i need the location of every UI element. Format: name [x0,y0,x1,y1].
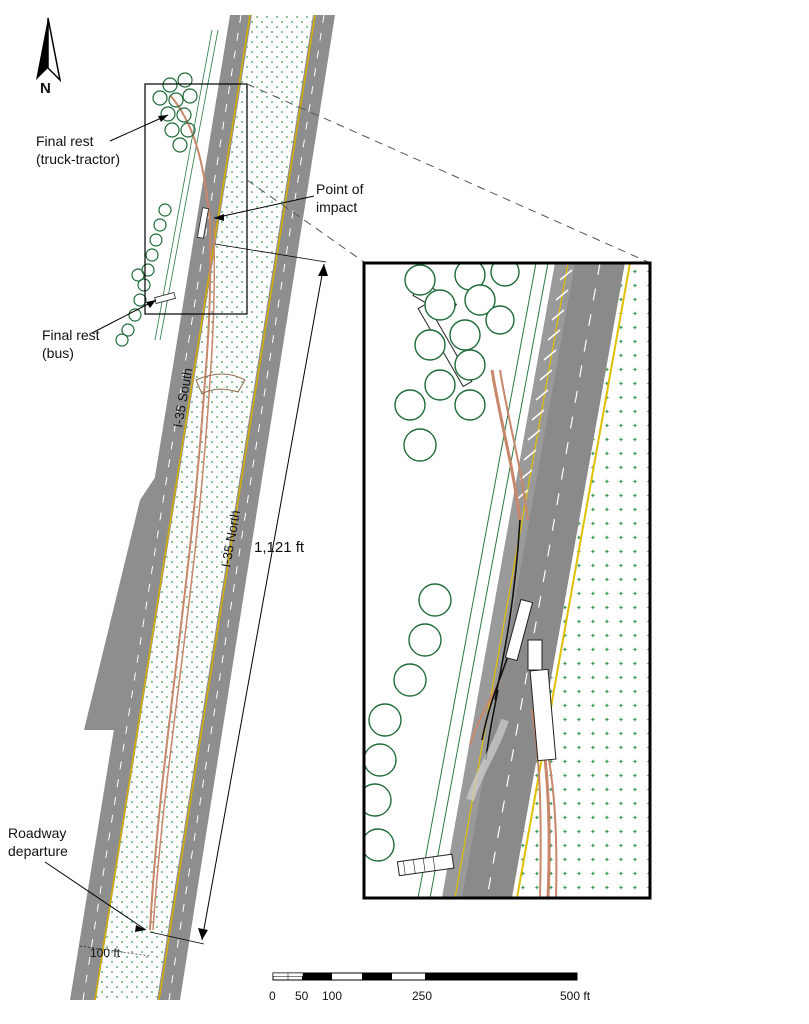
median-width-label: 100 ft [90,946,121,960]
tire-marks [149,94,212,931]
zoom-box [144,83,248,315]
scale-tick-500: 500 ft [560,989,591,1003]
tree-cluster [115,72,198,347]
bus-final-rest-icon [396,853,455,877]
final-rest-truck-label: Final rest (truck-tractor) [36,133,120,167]
median [96,15,313,1000]
distance-dimension [201,263,325,941]
point-of-impact-label: Point of impact [316,181,367,215]
i35-south-pavement [70,15,252,1000]
impact-vehicles-icon [504,598,557,762]
north-letter: N [40,80,51,97]
inset-trees [364,263,520,862]
inset-detail [364,263,650,898]
final-rest-bus-label: Final rest (bus) [42,327,103,361]
exit-ramp [84,470,160,730]
main-map [70,14,649,1001]
scale-bar [272,972,578,981]
scale-tick-100: 100 [322,989,342,1003]
roadway-departure-label: Roadway departure [8,825,70,859]
distance-label: 1,121 ft [254,539,305,556]
scale-tick-0: 0 [269,989,276,1003]
truck-icon [196,207,210,239]
i35-north-pavement [157,15,335,1000]
north-arrow-icon [36,17,62,83]
scale-tick-250: 250 [412,989,432,1003]
bus-icon [154,292,176,304]
scale-tick-50: 50 [295,989,309,1003]
inset-frame [362,261,652,900]
